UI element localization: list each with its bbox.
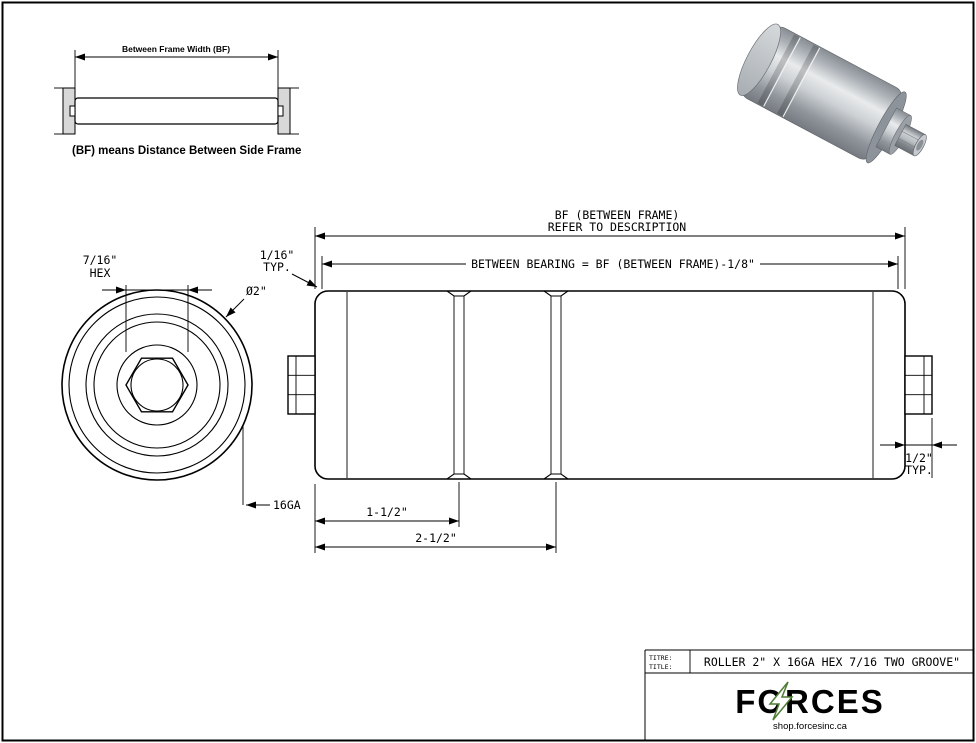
groove-highlight	[782, 47, 821, 117]
website-text: shop.forcesinc.ca	[773, 721, 848, 732]
roller-3d-left-cap	[737, 23, 781, 96]
bearing-circle	[93, 321, 221, 449]
gauge-label: 16GA	[273, 498, 301, 512]
tube-inner-circle	[68, 296, 246, 474]
groove1-top	[446, 290, 472, 297]
groove1-bottom	[446, 473, 472, 480]
title-label: TITLE:	[649, 663, 672, 671]
bearing-housing-circle	[85, 313, 229, 457]
roller-3d-groove	[757, 34, 800, 106]
hex-bore	[125, 357, 189, 413]
typ12-label1: 1/2"	[905, 451, 933, 465]
title-block: TITRE: TITLE: ROLLER 2" X 16GA HEX 7/16 …	[644, 649, 973, 741]
right-shaft	[904, 355, 933, 415]
typ116-leader	[291, 273, 318, 288]
side-view	[287, 290, 933, 480]
groove2-top	[543, 290, 569, 297]
shaft-tip	[916, 139, 924, 151]
groove2-dim-label: 2-1/2"	[415, 531, 457, 545]
drawing-title: ROLLER 2" X 16GA HEX 7/16 TWO GROOVE"	[704, 655, 960, 669]
roller-3d-groove	[776, 44, 819, 117]
hex-boss-circle	[116, 344, 198, 426]
hex-inner-circle	[130, 358, 184, 412]
groove-highlight	[763, 37, 801, 107]
typ116-label2: TYP.	[263, 260, 291, 274]
between-bearing-label: BETWEEN BEARING = BF (BETWEEN FRAME)-1/8…	[471, 257, 755, 271]
inset-diagram: Between Frame Width (BF) (BF) means Dist…	[54, 44, 301, 157]
lightning-bolt-icon	[768, 681, 794, 721]
end-view: 7/16" HEX Ø2" 16GA	[61, 253, 301, 512]
typ12-label2: TYP.	[905, 463, 933, 477]
side-view-dimensions: BF (BETWEEN FRAME) REFER TO DESCRIPTION …	[260, 208, 957, 553]
roller-3d-view	[737, 23, 927, 164]
left-shaft	[287, 355, 316, 415]
inset-caption: (BF) means Distance Between Side Frame	[72, 145, 301, 157]
hex-dimension-text: 7/16"	[83, 253, 118, 267]
groove1-dim-label: 1-1/2"	[366, 505, 408, 519]
diameter-label: Ø2"	[246, 284, 267, 298]
tube-body	[314, 290, 906, 480]
inset-roller-shaft	[277, 105, 284, 117]
forces-logo-text: FORCES	[735, 683, 885, 720]
bf-dimension-label1: BF (BETWEEN FRAME)	[555, 208, 680, 222]
tube-outer-circle	[61, 289, 253, 481]
bf-dimension-label2: REFER TO DESCRIPTION	[548, 220, 687, 234]
inset-dimension-label: Between Frame Width (BF)	[122, 44, 230, 54]
titre-label: TITRE:	[649, 654, 672, 662]
inset-roller-body	[74, 97, 279, 125]
diameter-leader	[225, 298, 245, 318]
inset-roller-shaft	[69, 105, 76, 117]
groove2-bottom	[543, 473, 569, 480]
typ116-label1: 1/16"	[260, 248, 295, 262]
hex-dimension-text2: HEX	[90, 266, 111, 280]
